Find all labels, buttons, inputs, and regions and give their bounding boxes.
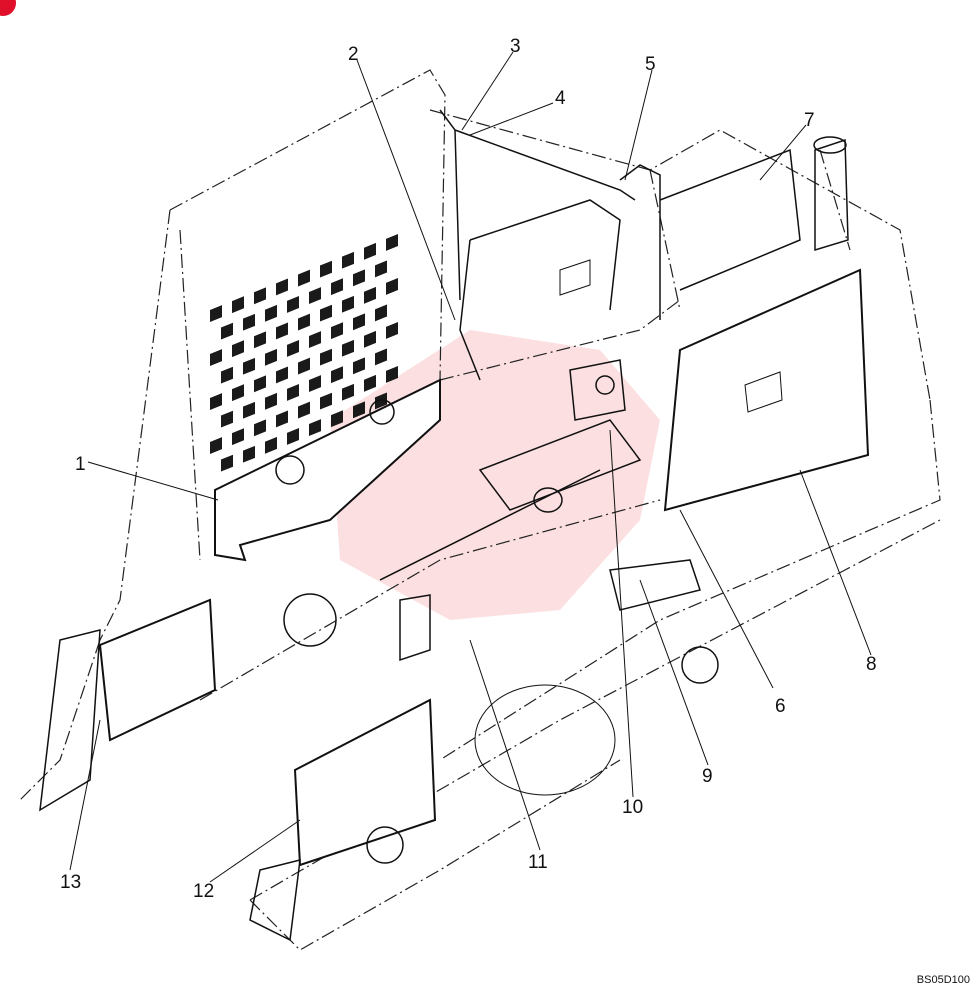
callout-8: 8 [866,654,877,675]
corner-badge-icon [0,0,16,16]
callout-7: 7 [804,110,815,131]
leader-lines [69,51,872,883]
door-panel-item-8 [663,268,870,512]
muffler-item-7 [659,136,849,291]
callout-3: 3 [510,36,521,57]
callout-2: 2 [348,44,359,65]
callout-11: 11 [528,852,548,873]
callout-12: 12 [193,881,214,902]
rear-grille [210,234,398,472]
callout-4: 4 [555,88,566,109]
callout-9: 9 [702,766,713,787]
callout-13: 13 [60,872,81,893]
chassis-outline [19,69,941,951]
callout-10: 10 [622,797,643,818]
callout-5: 5 [645,54,656,75]
callout-1: 1 [75,454,86,475]
callout-6: 6 [775,696,786,717]
drawing-code: BS05D100 [916,974,970,986]
center-parts-items-9-10-11 [379,359,701,662]
lower-panels-items-12-13 [39,593,719,942]
upper-frame-items-3-4-5 [439,109,661,381]
panel-item-1 [214,378,441,562]
